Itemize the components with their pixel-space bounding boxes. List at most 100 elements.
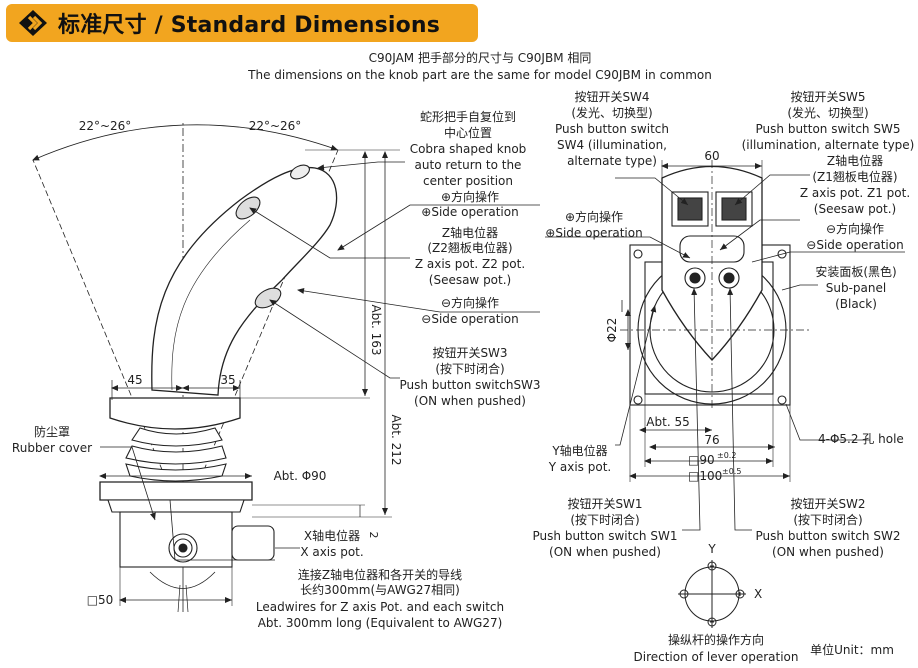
direction-caption-en: Direction of lever operation — [634, 650, 799, 664]
svg-text:⊕方向操作: ⊕方向操作 — [441, 189, 499, 204]
minus-side-label-left: ⊖方向操作 ⊖Side operation — [421, 295, 518, 326]
svg-text:⊖方向操作: ⊖方向操作 — [826, 221, 884, 236]
unit-label: 单位Unit：mm — [810, 642, 894, 657]
svg-text:Sub-panel: Sub-panel — [826, 281, 886, 295]
svg-text:按钮开关SW5: 按钮开关SW5 — [790, 89, 865, 104]
svg-text:⊕Side operation: ⊕Side operation — [421, 205, 518, 219]
svg-text:Y axis pot.: Y axis pot. — [548, 460, 611, 474]
svg-text:(按下时闭合): (按下时闭合) — [570, 512, 639, 527]
svg-text:Z axis pot. Z1 pot.: Z axis pot. Z1 pot. — [800, 186, 910, 200]
angle-right-label: 22°~26° — [249, 119, 302, 133]
svg-text:中心位置: 中心位置 — [444, 125, 492, 140]
dim-35: 35 — [220, 373, 235, 387]
plus-side-label-right: ⊕方向操作 ⊕Side operation — [545, 209, 642, 240]
svg-text:Push button switch: Push button switch — [555, 122, 669, 136]
svg-text:按钮开关SW3: 按钮开关SW3 — [432, 345, 507, 360]
note-en: The dimensions on the knob part are the … — [247, 68, 712, 82]
svg-text:(Z1翘板电位器): (Z1翘板电位器) — [812, 169, 897, 184]
mounting-holes-label: 4-Φ5.2 孔 hole — [818, 432, 904, 446]
dim-sq90: □90 — [688, 453, 715, 467]
note-zh: C90JAM 把手部分的尺寸与 C90JBM 相同 — [369, 50, 592, 65]
svg-text:Z轴电位器: Z轴电位器 — [827, 153, 883, 168]
direction-diagram — [678, 560, 746, 628]
svg-text:Leadwires for Z axis Pot. and: Leadwires for Z axis Pot. and each switc… — [256, 600, 504, 614]
dim-sq90-tol: ±0.2 — [717, 451, 736, 460]
svg-text:(ON when pushed): (ON when pushed) — [772, 545, 884, 559]
side-view — [32, 120, 540, 613]
svg-text:auto return to the: auto return to the — [415, 158, 522, 172]
svg-text:⊖Side operation: ⊖Side operation — [806, 238, 903, 252]
svg-text:Push button switch SW5: Push button switch SW5 — [756, 122, 901, 136]
dim-abt-phi90: Abt. Φ90 — [274, 469, 327, 483]
svg-text:Push button switch SW2: Push button switch SW2 — [756, 529, 901, 543]
sw1-label: 按钮开关SW1 (按下时闭合) Push button switch SW1 (… — [533, 496, 678, 559]
svg-text:Push button switch SW1: Push button switch SW1 — [533, 529, 678, 543]
svg-text:(发光、切换型): (发光、切换型) — [787, 105, 868, 120]
dim-sq100-tol: ±0.5 — [722, 467, 741, 476]
dim-abt-212: Abt. 212 — [389, 414, 403, 465]
dim-60: 60 — [704, 149, 719, 163]
x-pot-label: X轴电位器 X axis pot. — [300, 528, 363, 559]
svg-text:⊖方向操作: ⊖方向操作 — [441, 295, 499, 310]
dim-abt-163: Abt. 163 — [369, 304, 383, 355]
svg-text:(按下时闭合): (按下时闭合) — [793, 512, 862, 527]
axis-x-label: X — [754, 587, 762, 601]
sw5-label: 按钮开关SW5 (发光、切换型) Push button switch SW5 … — [742, 89, 915, 152]
svg-text:Push button switchSW3: Push button switchSW3 — [399, 378, 540, 392]
svg-text:Rubber cover: Rubber cover — [12, 441, 92, 455]
svg-text:按钮开关SW2: 按钮开关SW2 — [790, 496, 865, 511]
rubber-cover-label: 防尘罩 Rubber cover — [12, 424, 92, 455]
svg-text:Abt. 300mm long (Equivalent to: Abt. 300mm long (Equivalent to AWG27) — [258, 616, 503, 630]
sw3-label: 按钮开关SW3 (按下时闭合) Push button switchSW3 (O… — [399, 345, 540, 408]
svg-text:(Seesaw pot.): (Seesaw pot.) — [814, 202, 896, 216]
svg-text:X axis pot.: X axis pot. — [300, 545, 363, 559]
page-title: 标准尺寸 / Standard Dimensions — [58, 13, 441, 38]
dim-76: 76 — [704, 433, 719, 447]
svg-text:⊕方向操作: ⊕方向操作 — [565, 209, 623, 224]
dim-2: 2 — [367, 532, 380, 539]
svg-text:按钮开关SW4: 按钮开关SW4 — [574, 89, 649, 104]
svg-text:(illumination, alternate type): (illumination, alternate type) — [742, 138, 915, 152]
svg-text:(Z2翘板电位器): (Z2翘板电位器) — [427, 240, 512, 255]
svg-text:防尘罩: 防尘罩 — [34, 424, 70, 439]
cobra-knob-label: 蛇形把手自复位到 中心位置 Cobra shaped knob auto ret… — [410, 109, 527, 188]
svg-text:安装面板(黑色): 安装面板(黑色) — [815, 264, 896, 279]
svg-text:Z轴电位器: Z轴电位器 — [442, 225, 498, 240]
direction-caption-zh: 操纵杆的操作方向 — [668, 632, 764, 647]
dim-45: 45 — [127, 373, 142, 387]
svg-text:(按下时闭合): (按下时闭合) — [435, 361, 504, 376]
axis-y-label: Y — [707, 542, 716, 556]
leadwires-label: 连接Z轴电位器和各开关的导线 长约300mm(与AWG27相同) Leadwir… — [256, 567, 504, 630]
svg-text:⊖Side operation: ⊖Side operation — [421, 312, 518, 326]
svg-text:Cobra shaped knob: Cobra shaped knob — [410, 142, 527, 156]
svg-text:(Black): (Black) — [835, 297, 877, 311]
sw4-label: 按钮开关SW4 (发光、切换型) Push button switch SW4 … — [555, 89, 669, 168]
svg-text:(ON when pushed): (ON when pushed) — [414, 394, 526, 408]
sw2-label: 按钮开关SW2 (按下时闭合) Push button switch SW2 (… — [756, 496, 901, 559]
minus-side-label-right: ⊖方向操作 ⊖Side operation — [806, 221, 903, 252]
z2-pot-label: Z轴电位器 (Z2翘板电位器) Z axis pot. Z2 pot. (See… — [415, 225, 525, 287]
dim-sq100: □100 — [688, 469, 722, 483]
subpanel-label: 安装面板(黑色) Sub-panel (Black) — [815, 264, 896, 311]
z1-pot-label: Z轴电位器 (Z1翘板电位器) Z axis pot. Z1 pot. (See… — [800, 153, 910, 216]
svg-text:(发光、切换型): (发光、切换型) — [571, 105, 652, 120]
y-pot-label: Y轴电位器 Y axis pot. — [548, 443, 611, 474]
svg-text:center position: center position — [423, 174, 513, 188]
svg-text:Y轴电位器: Y轴电位器 — [551, 443, 607, 458]
dim-sq50: □50 — [87, 593, 114, 607]
svg-text:alternate type): alternate type) — [567, 154, 657, 168]
svg-text:按钮开关SW1: 按钮开关SW1 — [567, 496, 642, 511]
dim-abt-55: Abt. 55 — [646, 415, 689, 429]
dim-phi22: Φ22 — [605, 318, 619, 343]
svg-text:蛇形把手自复位到: 蛇形把手自复位到 — [420, 109, 516, 124]
plus-side-label-left: ⊕方向操作 ⊕Side operation — [421, 189, 518, 219]
svg-text:(Seesaw pot.): (Seesaw pot.) — [429, 273, 511, 287]
top-view — [545, 160, 905, 531]
section-header: 标准尺寸 / Standard Dimensions — [6, 4, 478, 42]
svg-text:⊕Side operation: ⊕Side operation — [545, 226, 642, 240]
diamond-chevron-icon — [16, 8, 50, 38]
svg-text:(ON when pushed): (ON when pushed) — [549, 545, 661, 559]
svg-text:连接Z轴电位器和各开关的导线: 连接Z轴电位器和各开关的导线 — [298, 567, 462, 582]
angle-left-label: 22°~26° — [79, 119, 132, 133]
